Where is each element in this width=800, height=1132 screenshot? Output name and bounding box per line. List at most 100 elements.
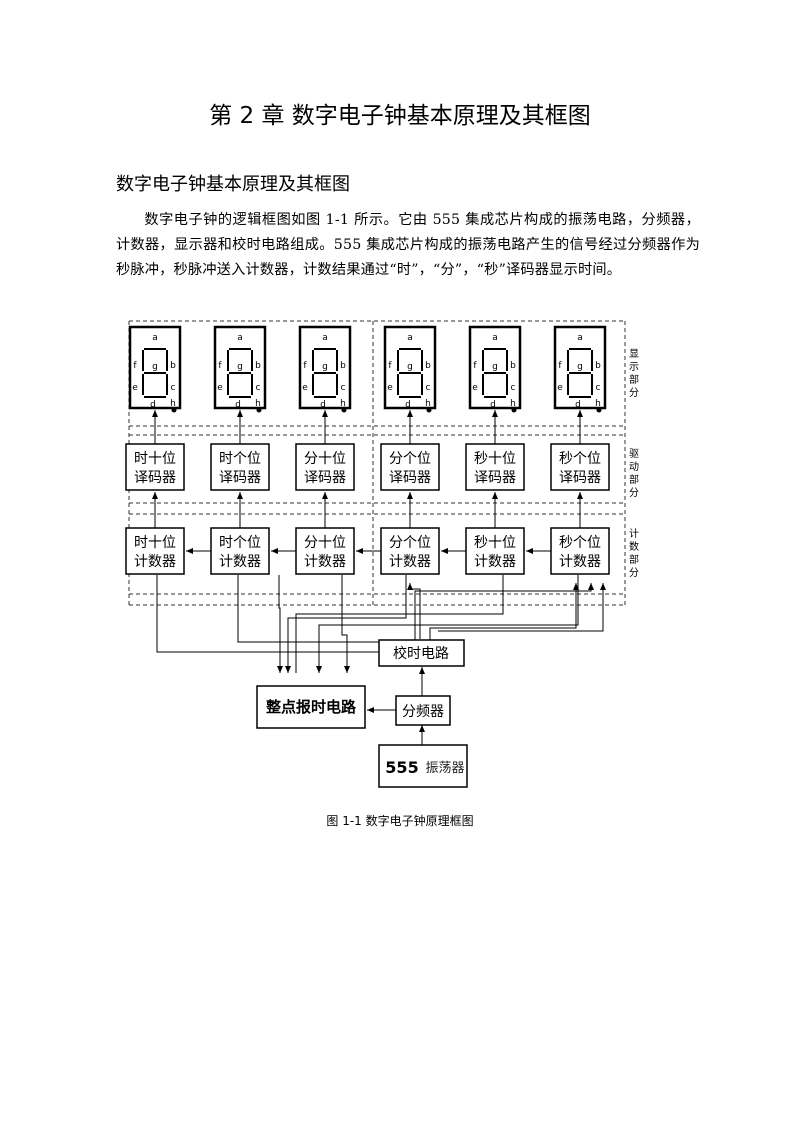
decoder-block-line2: 译码器 — [304, 470, 346, 486]
side-label-char: 计 — [629, 527, 639, 540]
segment-label-f: f — [388, 361, 392, 371]
segment-label-b: b — [510, 361, 516, 371]
side-label-char: 示 — [629, 362, 639, 373]
decoder-block-line1: 时个位 — [219, 451, 261, 467]
decimal-point — [171, 407, 177, 413]
side-label-char: 部 — [629, 373, 639, 386]
decoder-block-line2: 译码器 — [219, 470, 261, 486]
segment-label-g: g — [492, 362, 498, 372]
counter-block-line2: 计数器 — [474, 554, 516, 570]
segment-label-c: c — [256, 383, 261, 393]
segment-label-c: c — [341, 383, 346, 393]
dashed-frames — [128, 320, 626, 606]
segment-label-e: e — [387, 383, 393, 393]
signal-arrows — [152, 410, 583, 528]
oscillator-label: 振荡器 — [425, 761, 464, 776]
frequency-divider-block: 分频器 — [395, 695, 451, 726]
segment-label-a: a — [577, 333, 583, 343]
side-label-char: 部 — [629, 553, 639, 566]
segment-label-d: d — [150, 400, 156, 410]
segment-label-d: d — [575, 400, 581, 410]
segment-label-e: e — [217, 383, 223, 393]
decoder-block-line1: 秒十位 — [474, 451, 516, 467]
intro-paragraph: 数字电子钟的逻辑框图如图 1-1 所示。它由 555 集成芯片构成的振荡电路，分… — [116, 212, 700, 278]
segment-label-c: c — [511, 383, 516, 393]
decoder-block-line2: 译码器 — [134, 470, 176, 486]
segment-label-e: e — [132, 383, 138, 393]
counter-block-line1: 分十位 — [304, 535, 346, 551]
side-label-char: 驱 — [629, 448, 639, 460]
segment-label-g: g — [322, 362, 328, 372]
side-label-char: 分 — [629, 387, 639, 399]
segment-label-d: d — [490, 400, 496, 410]
side-label-char: 部 — [629, 473, 639, 486]
segment-label-h: h — [170, 399, 176, 409]
calibration-circuit-block: 校时电路 — [378, 639, 465, 667]
segment-label-h: h — [510, 399, 516, 409]
decimal-point — [596, 407, 602, 413]
hourly-chime-label: 整点报时电路 — [266, 698, 357, 716]
segment-label-f: f — [133, 361, 137, 371]
oscillator-number: 555 — [385, 758, 418, 777]
counter-block-line1: 时个位 — [219, 535, 261, 551]
decoder-block-line1: 分个位 — [389, 451, 431, 467]
oscillator-block: 555 振荡器 — [378, 744, 468, 788]
hourly-chime-block: 整点报时电路 — [256, 685, 366, 729]
segment-label-d: d — [235, 400, 241, 410]
segment-label-h: h — [425, 399, 431, 409]
side-label-display: 显 示 部 分 — [629, 348, 639, 399]
segment-label-a: a — [407, 333, 413, 343]
side-label-char: 显 — [629, 348, 639, 360]
segment-label-f: f — [303, 361, 307, 371]
counter-block-line1: 分个位 — [389, 535, 431, 551]
segment-label-f: f — [218, 361, 222, 371]
divider-label: 分频器 — [402, 704, 444, 720]
counter-block-line2: 计数器 — [389, 554, 431, 570]
segment-label-g: g — [577, 362, 583, 372]
side-label-driver: 驱 动 部 分 — [629, 448, 639, 499]
section-title: 数字电子钟基本原理及其框图 — [116, 174, 350, 195]
segment-label-b: b — [255, 361, 261, 371]
segment-label-g: g — [407, 362, 413, 372]
decimal-point — [341, 407, 347, 413]
side-label-char: 动 — [629, 461, 639, 473]
counter-block-line1: 时十位 — [134, 535, 176, 551]
segment-label-a: a — [152, 333, 158, 343]
segment-label-b: b — [595, 361, 601, 371]
decimal-point — [426, 407, 432, 413]
counter-block-line2: 计数器 — [219, 554, 261, 570]
side-label-char: 分 — [629, 567, 639, 579]
counter-block-line1: 秒十位 — [474, 535, 516, 551]
counter-block-line1: 秒个位 — [559, 535, 601, 551]
side-label-char: 分 — [629, 487, 639, 499]
segment-label-g: g — [152, 362, 158, 372]
side-label-counter: 计 数 部 分 — [629, 527, 639, 579]
decoder-block-line1: 分十位 — [304, 451, 346, 467]
segment-label-h: h — [255, 399, 261, 409]
segment-label-h: h — [595, 399, 601, 409]
segment-label-b: b — [340, 361, 346, 371]
counter-block-line2: 计数器 — [304, 554, 346, 570]
segment-label-a: a — [492, 333, 498, 343]
decoder-block-line2: 译码器 — [474, 470, 516, 486]
segment-label-h: h — [340, 399, 346, 409]
